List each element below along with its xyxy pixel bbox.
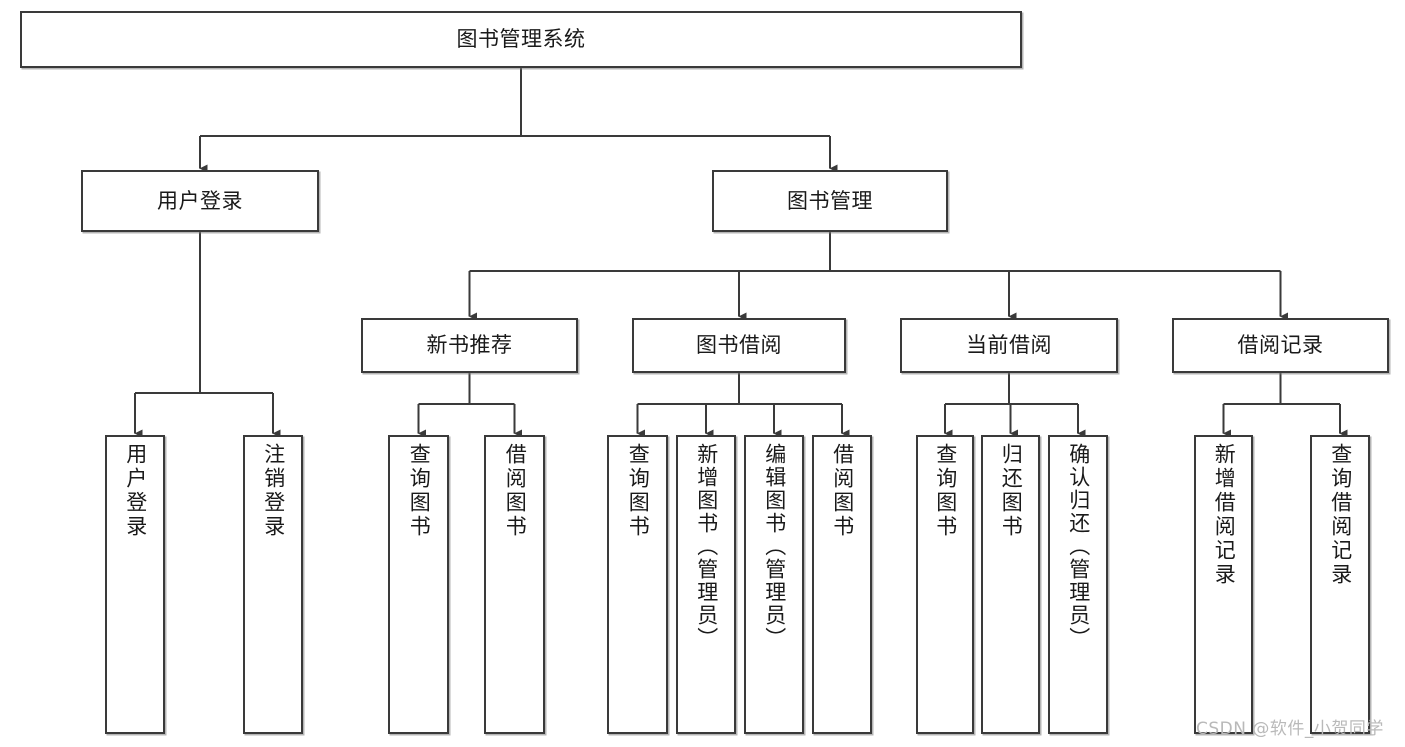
- node-leaf-cb-return[interactable]: 归还图书: [981, 435, 1040, 734]
- node-label-book-borrow: 图书借阅: [696, 333, 782, 358]
- node-label-new-book-rec: 新书推荐: [426, 333, 513, 358]
- csdn-watermark: CSDN @软件_小贺同学: [1196, 719, 1384, 739]
- node-label-leaf-bb-query: 查询图书: [626, 443, 651, 539]
- node-user-login[interactable]: 用户登录: [81, 170, 319, 232]
- node-label-leaf-user-login: 用户登录: [123, 443, 148, 539]
- node-label-user-login: 用户登录: [157, 188, 243, 213]
- node-new-book-rec[interactable]: 新书推荐: [361, 318, 578, 373]
- node-leaf-br-query[interactable]: 查询借阅记录: [1310, 435, 1370, 734]
- node-leaf-rec-query[interactable]: 查询图书: [388, 435, 449, 734]
- node-current-borrow[interactable]: 当前借阅: [900, 318, 1118, 373]
- node-leaf-br-add[interactable]: 新增借阅记录: [1194, 435, 1253, 734]
- node-leaf-bb-query[interactable]: 查询图书: [607, 435, 668, 734]
- node-book-manage[interactable]: 图书管理: [712, 170, 948, 232]
- node-borrow-record[interactable]: 借阅记录: [1172, 318, 1389, 373]
- node-label-leaf-cb-query: 查询图书: [933, 443, 958, 539]
- node-leaf-user-login[interactable]: 用户登录: [105, 435, 165, 734]
- node-root[interactable]: 图书管理系统: [20, 11, 1022, 68]
- node-label-leaf-rec-query: 查询图书: [407, 443, 432, 539]
- node-leaf-cb-confirm[interactable]: 确认归还（管理员）: [1048, 435, 1108, 734]
- node-leaf-cb-query[interactable]: 查询图书: [916, 435, 974, 734]
- connector-layer: [133, 68, 1348, 438]
- node-book-borrow[interactable]: 图书借阅: [632, 318, 846, 373]
- node-label-root: 图书管理系统: [456, 27, 586, 52]
- node-leaf-bb-borrow[interactable]: 借阅图书: [812, 435, 872, 734]
- node-label-leaf-bb-edit: 编辑图书（管理员）: [762, 443, 787, 650]
- node-leaf-bb-edit[interactable]: 编辑图书（管理员）: [744, 435, 804, 734]
- node-label-borrow-record: 借阅记录: [1237, 333, 1324, 358]
- node-label-leaf-bb-add: 新增图书（管理员）: [694, 443, 719, 650]
- node-leaf-logout[interactable]: 注销登录: [243, 435, 303, 734]
- node-label-leaf-br-query: 查询借阅记录: [1328, 443, 1353, 587]
- node-label-leaf-cb-confirm: 确认归还（管理员）: [1066, 443, 1091, 650]
- node-label-leaf-rec-borrow: 借阅图书: [503, 443, 528, 539]
- node-label-leaf-cb-return: 归还图书: [999, 443, 1024, 539]
- node-leaf-bb-add[interactable]: 新增图书（管理员）: [676, 435, 736, 734]
- node-label-leaf-bb-borrow: 借阅图书: [830, 443, 855, 539]
- node-label-leaf-logout: 注销登录: [261, 443, 286, 539]
- node-label-book-manage: 图书管理: [787, 188, 873, 213]
- node-label-leaf-br-add: 新增借阅记录: [1212, 443, 1237, 587]
- node-leaf-rec-borrow[interactable]: 借阅图书: [484, 435, 545, 734]
- node-label-current-borrow: 当前借阅: [966, 333, 1052, 358]
